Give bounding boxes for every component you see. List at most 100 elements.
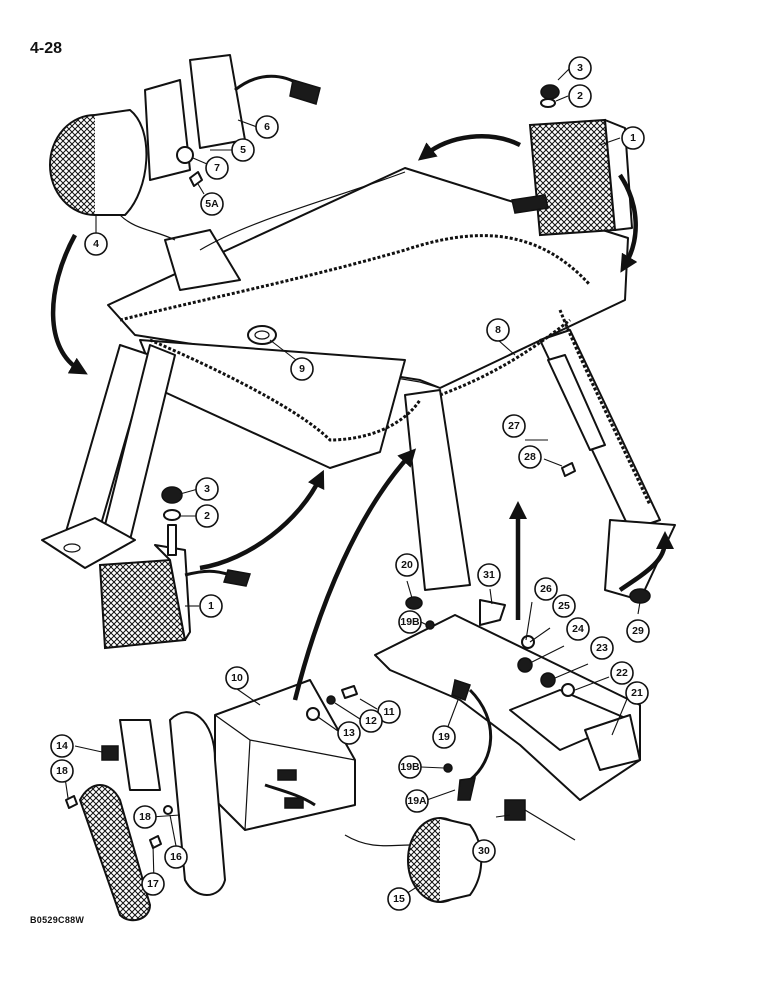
switch-knob-31 — [479, 599, 506, 626]
callout-2-top: 2 — [568, 84, 592, 108]
tail-lens-18 — [78, 784, 152, 922]
callout-19b-upper: 19B — [398, 610, 422, 634]
switch-19a — [457, 777, 476, 801]
svg-text:3: 3 — [204, 483, 210, 495]
callout-1-top: 1 — [621, 126, 645, 150]
callout-23: 23 — [590, 636, 614, 660]
callout-13: 13 — [337, 721, 361, 745]
rear-lamp-connector — [289, 79, 321, 105]
svg-text:5A: 5A — [205, 198, 219, 210]
left-foot-plate — [41, 517, 136, 569]
wire-top — [199, 171, 406, 251]
rear-work-light-assembly — [49, 54, 321, 241]
figure-code: B0529C88W — [30, 915, 85, 925]
svg-text:21: 21 — [631, 687, 643, 699]
svg-text:24: 24 — [572, 623, 584, 635]
rear-lamp-cable — [234, 74, 301, 92]
svg-text:19: 19 — [438, 731, 450, 743]
svg-text:2: 2 — [577, 90, 583, 102]
svg-text:27: 27 — [508, 420, 520, 432]
callout-2-bottom: 2 — [195, 504, 219, 528]
housing-edges — [214, 714, 356, 831]
callout-25: 25 — [552, 594, 576, 618]
svg-text:4: 4 — [93, 238, 99, 250]
svg-text:1: 1 — [208, 600, 214, 612]
callout-30: 30 — [472, 839, 496, 863]
callout-14: 14 — [50, 734, 74, 758]
callout-7: 7 — [205, 156, 229, 180]
svg-text:18: 18 — [139, 811, 151, 823]
callout-22: 22 — [610, 661, 634, 685]
right-foot-bracket — [604, 519, 676, 601]
washer-2b — [163, 509, 181, 521]
svg-text:7: 7 — [214, 162, 220, 174]
svg-text:20: 20 — [401, 559, 413, 571]
grommet — [247, 325, 277, 345]
callout-19b-lower: 19B — [398, 755, 422, 779]
wire-channel — [547, 354, 606, 451]
arrow-tail-light — [292, 448, 417, 701]
beacon-wire — [344, 834, 411, 847]
svg-text:19A: 19A — [407, 795, 427, 807]
lock-nut-3a — [540, 84, 560, 100]
grommet-29 — [629, 588, 651, 604]
beacon-housing — [439, 817, 483, 903]
svg-text:13: 13 — [343, 727, 355, 739]
callout-28: 28 — [518, 445, 542, 469]
front-lamp-lens-top — [528, 118, 617, 237]
svg-text:29: 29 — [632, 625, 644, 637]
svg-text:28: 28 — [524, 451, 536, 463]
callout-15: 15 — [387, 887, 411, 911]
svg-text:26: 26 — [540, 583, 552, 595]
tail-wire — [264, 783, 316, 807]
screw-18 — [65, 795, 78, 809]
washer-2a — [540, 98, 556, 108]
callout-16: 16 — [164, 845, 188, 869]
svg-text:14: 14 — [56, 740, 68, 752]
callout-19: 19 — [432, 725, 456, 749]
callout-18-left: 18 — [50, 759, 74, 783]
svg-text:9: 9 — [299, 363, 305, 375]
switch-30 — [504, 799, 526, 821]
beacon-lamp-assembly — [344, 817, 483, 903]
mount-plate-5 — [144, 79, 191, 181]
front-lamp-plug-top — [511, 194, 549, 214]
arrow-grommet — [618, 531, 674, 592]
callout-17: 17 — [141, 872, 165, 896]
screw-28 — [561, 462, 576, 477]
svg-text:15: 15 — [393, 893, 405, 905]
screw-17 — [149, 835, 162, 849]
washer-16 — [163, 805, 173, 815]
nut-23 — [540, 672, 556, 688]
lock-nut-3b — [161, 486, 183, 504]
switch-panel-assembly — [374, 462, 651, 841]
callout-5: 5 — [231, 138, 255, 162]
clip-14 — [101, 745, 119, 761]
rear-post-top-left — [164, 229, 241, 291]
svg-text:5: 5 — [240, 144, 246, 156]
nut-19b-upper — [425, 620, 435, 630]
callout-24: 24 — [566, 617, 590, 641]
switch-block-21 — [584, 714, 641, 771]
svg-text:19B: 19B — [400, 761, 420, 773]
svg-text:19B: 19B — [400, 616, 420, 628]
screw-11 — [341, 685, 358, 699]
callout-4: 4 — [84, 232, 108, 256]
nut-12 — [326, 695, 336, 705]
front-work-light-top — [511, 84, 633, 237]
callout-3-top: 3 — [568, 56, 592, 80]
svg-text:10: 10 — [231, 672, 243, 684]
svg-text:11: 11 — [383, 706, 394, 718]
washer-22 — [561, 683, 575, 697]
center-post — [404, 389, 471, 591]
harness-right — [558, 309, 652, 506]
callout-21: 21 — [625, 681, 649, 705]
callout-31: 31 — [477, 563, 501, 587]
switch-19 — [451, 679, 471, 701]
arrow-front-lamp-top-b — [618, 173, 638, 273]
svg-text:16: 16 — [170, 851, 182, 863]
grommet-hole — [254, 330, 270, 340]
svg-text:8: 8 — [495, 324, 501, 336]
arrow-front-lamp-top-a — [417, 134, 522, 161]
